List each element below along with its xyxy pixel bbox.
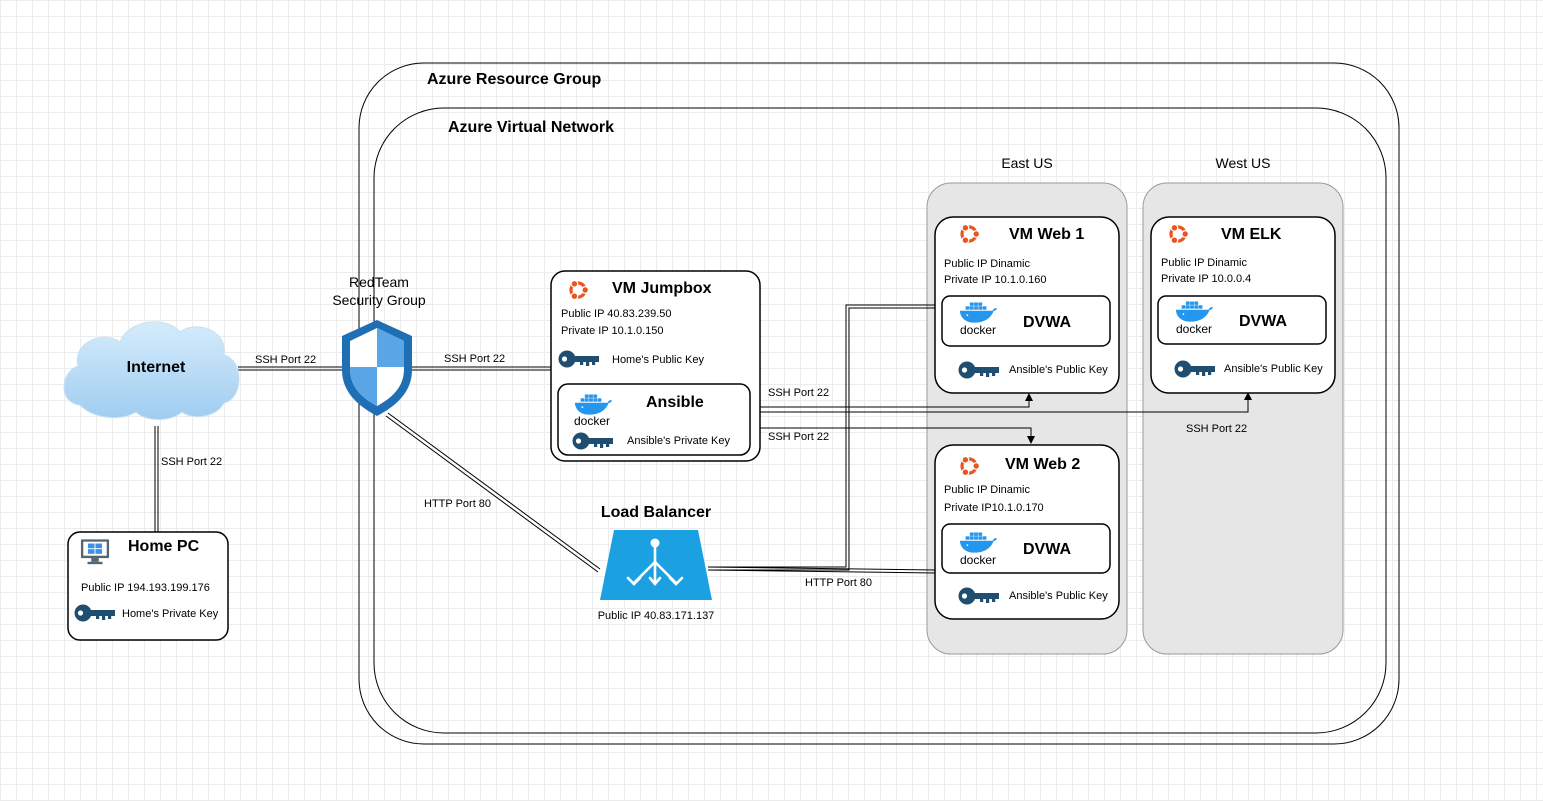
label-sg-lb: HTTP Port 80 <box>424 498 491 510</box>
virtual-network-label: Azure Virtual Network <box>448 119 614 136</box>
docker-wordmark: docker <box>960 323 996 337</box>
ubuntu-icon <box>957 222 981 246</box>
jumpbox-title: VM Jumpbox <box>612 280 712 297</box>
internet-label: Internet <box>127 359 186 376</box>
connector-internet-home <box>154 426 159 532</box>
jumpbox-public-ip: Public IP 40.83.239.50 <box>561 308 672 320</box>
label-sg-jumpbox: SSH Port 22 <box>444 353 505 365</box>
jumpbox-private-ip: Private IP 10.1.0.150 <box>561 325 664 337</box>
load-balancer-title: Load Balancer <box>601 504 711 521</box>
ansible-key-label: Ansible's Private Key <box>627 435 730 447</box>
web1-dvwa-label: DVWA <box>1023 314 1071 331</box>
load-balancer-icon <box>600 530 712 600</box>
vm-web1-card[interactable]: VM Web 1 Public IP Dinamic Private IP 10… <box>934 216 1120 394</box>
label-lb-webs: HTTP Port 80 <box>805 577 872 589</box>
docker-wordmark: docker <box>1176 322 1212 336</box>
home-pc-title: Home PC <box>128 538 200 555</box>
web2-public-ip: Public IP Dinamic <box>944 484 1030 496</box>
connector-lb-web2 <box>707 566 936 574</box>
connector-sg-jumpbox <box>411 366 552 371</box>
home-pc-public-ip: Public IP 194.193.199.176 <box>81 582 210 594</box>
connector-lb-web1 <box>708 304 935 571</box>
elk-dvwa-label: DVWA <box>1239 313 1287 330</box>
label-ansible-web1: SSH Port 22 <box>768 387 829 399</box>
web2-private-ip: Private IP10.1.0.170 <box>944 502 1044 514</box>
cloud-icon <box>63 321 240 420</box>
web2-dvwa-container: docker DVWA <box>941 523 1111 574</box>
security-group-label-line2: Security Group <box>332 292 426 308</box>
label-ansible-web2: SSH Port 22 <box>768 431 829 443</box>
web1-public-ip: Public IP Dinamic <box>944 258 1030 270</box>
connector-ansible-web2 <box>760 427 1035 444</box>
region-west-us-label: West US <box>1216 155 1271 171</box>
vm-elk-card[interactable]: VM ELK Public IP Dinamic Private IP 10.0… <box>1150 216 1336 394</box>
internet-cloud[interactable]: Internet <box>63 321 240 420</box>
security-group-label-line1: RedTeam <box>349 274 409 290</box>
shield-icon <box>342 320 412 416</box>
web1-key-label: Ansible's Public Key <box>1009 364 1108 376</box>
load-balancer-public-ip: Public IP 40.83.171.137 <box>598 610 715 622</box>
load-balancer[interactable]: Load Balancer Public IP 40.83.171.137 <box>598 504 715 622</box>
virtual-network-boundary <box>373 107 1387 734</box>
web2-dvwa-label: DVWA <box>1023 541 1071 558</box>
connector-ansible-elk <box>760 392 1252 413</box>
docker-wordmark: docker <box>960 553 996 567</box>
web1-dvwa-container: docker DVWA <box>941 295 1111 347</box>
elk-private-ip: Private IP 10.0.0.4 <box>1161 273 1251 285</box>
ansible-container: docker Ansible Ansible's Private Key <box>557 383 751 456</box>
ubuntu-icon <box>1166 222 1190 246</box>
docker-wordmark: docker <box>574 414 610 428</box>
label-internet-sg: SSH Port 22 <box>255 354 316 366</box>
elk-key-label: Ansible's Public Key <box>1224 363 1323 375</box>
web1-title: VM Web 1 <box>1009 226 1084 243</box>
ubuntu-icon <box>957 454 981 478</box>
web2-key-label: Ansible's Public Key <box>1009 590 1108 602</box>
label-ansible-elk: SSH Port 22 <box>1186 423 1247 435</box>
jumpbox-key-label: Home's Public Key <box>612 354 704 366</box>
security-group[interactable]: RedTeam Security Group <box>332 274 426 416</box>
label-internet-home: SSH Port 22 <box>161 456 222 468</box>
elk-public-ip: Public IP Dinamic <box>1161 257 1247 269</box>
home-pc-card[interactable]: Home PC Public IP 194.193.199.176 Home's… <box>67 531 229 641</box>
ansible-title: Ansible <box>646 394 704 411</box>
region-east-us-label: East US <box>1001 155 1052 171</box>
elk-title: VM ELK <box>1221 226 1282 243</box>
connector-internet-sg <box>238 366 345 371</box>
resource-group-label: Azure Resource Group <box>427 71 601 88</box>
vm-web2-card[interactable]: VM Web 2 Public IP Dinamic Private IP10.… <box>934 444 1120 620</box>
vm-jumpbox-card[interactable]: VM Jumpbox Public IP 40.83.239.50 Privat… <box>550 270 761 462</box>
ubuntu-icon <box>566 278 590 302</box>
home-pc-key-label: Home's Private Key <box>122 608 219 620</box>
connector-ansible-web1 <box>760 393 1033 408</box>
connector-sg-load-balancer <box>385 412 601 573</box>
web2-title: VM Web 2 <box>1005 456 1080 473</box>
elk-dvwa-container: docker DVWA <box>1157 295 1327 345</box>
web1-private-ip: Private IP 10.1.0.160 <box>944 274 1047 286</box>
